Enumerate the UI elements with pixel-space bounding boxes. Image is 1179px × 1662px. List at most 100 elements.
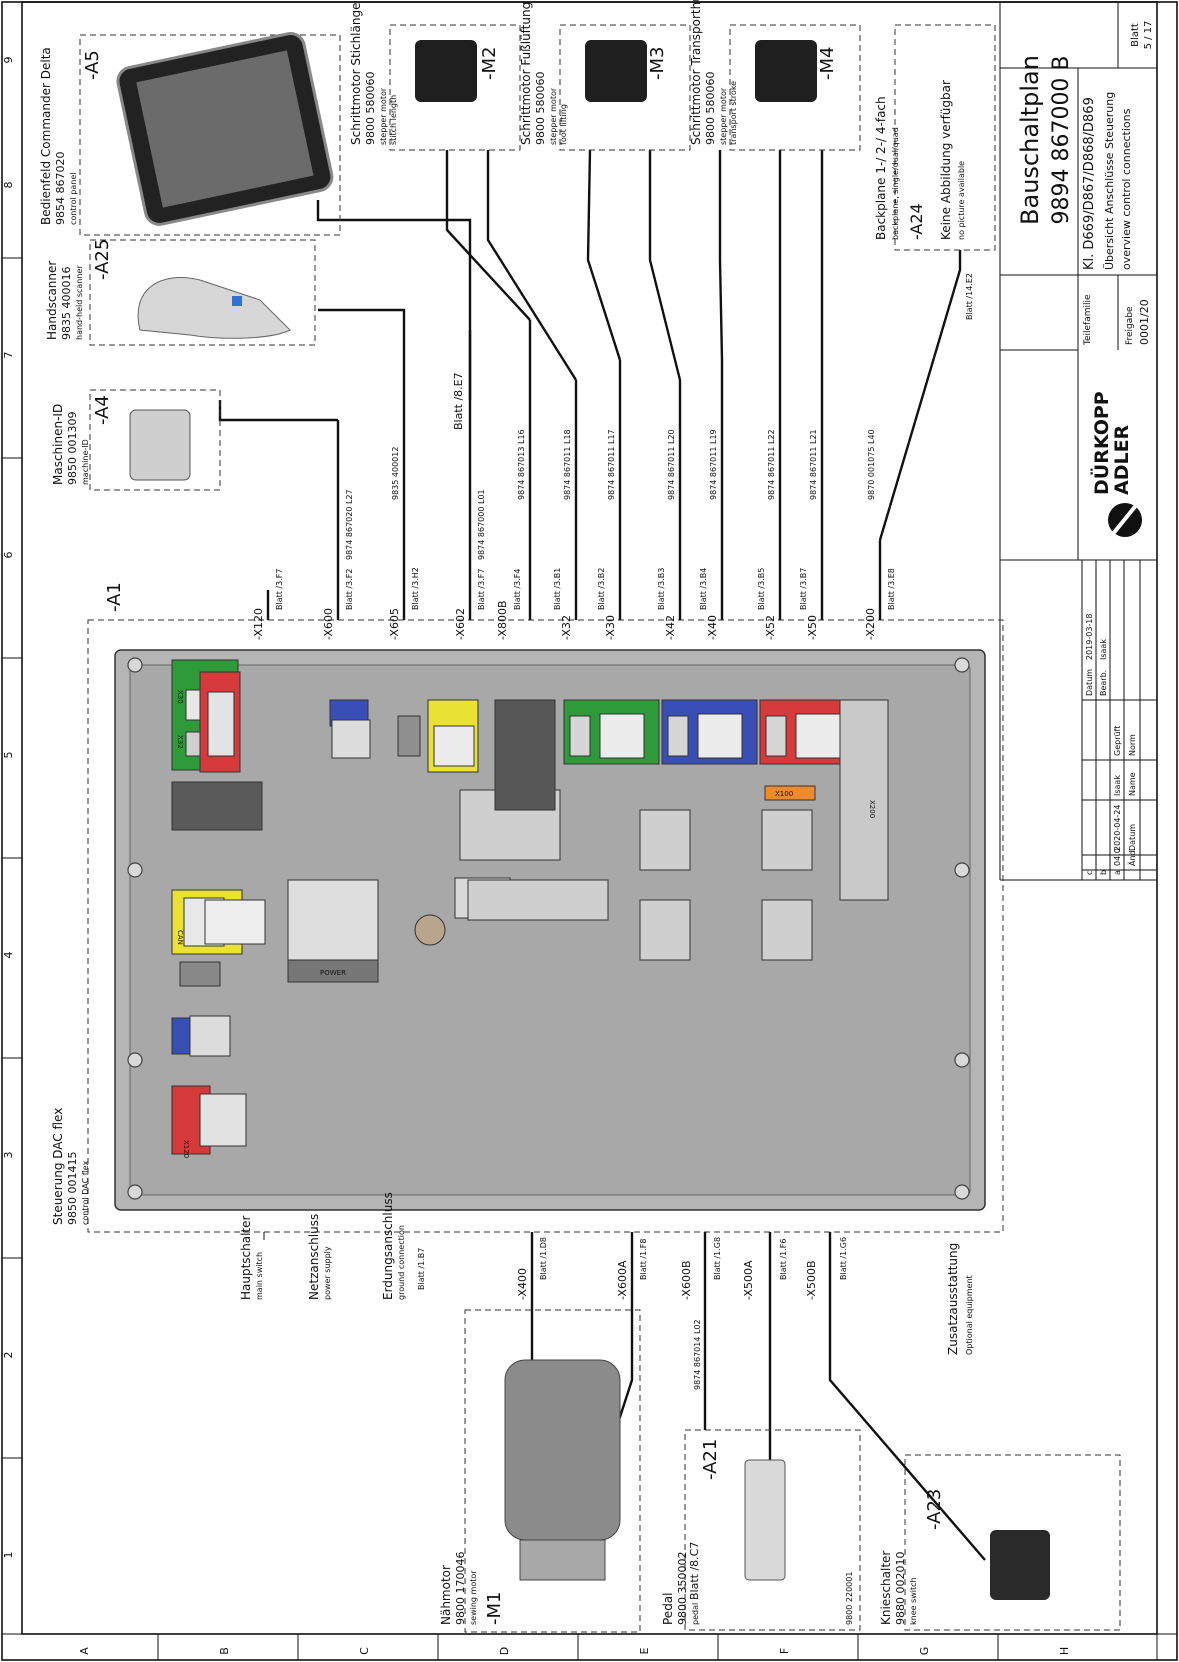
offsheet-ref: Blatt /8.C7	[688, 1542, 701, 1600]
m2-en2: stitch length	[389, 95, 398, 145]
rev-header: Datum	[1128, 824, 1137, 851]
m4-ref: -M4	[817, 47, 838, 80]
cable-label: 9874 867011 L18	[563, 429, 572, 500]
connector-id: -X602	[454, 608, 467, 640]
m4-number: 9800 580060	[704, 72, 717, 145]
component-a24: Backplane 1-/ 2-/ 4-fach backplane, sing…	[874, 24, 996, 251]
connector-ref: Blatt /3.B1	[553, 568, 562, 610]
brand-line-1: DÜRKOPP	[1089, 391, 1113, 495]
rev-cell: b	[1099, 870, 1108, 875]
port-ethernet-stack[interactable]	[494, 699, 556, 811]
column-labels: 1 2 3 4 5 6 7 8 9	[2, 57, 15, 1559]
rev-cell: Isaak	[1113, 775, 1122, 796]
controller-name-en: control DAC flex	[81, 1160, 90, 1225]
pedal-picture	[744, 1459, 786, 1581]
cable-label: 9874 867020 L27	[345, 489, 354, 560]
ground-en: ground connection	[397, 1225, 406, 1300]
cable-label: 9874 867011 L21	[809, 429, 818, 500]
a21-name: Pedal	[661, 1593, 675, 1626]
m2-ref: -M2	[479, 47, 500, 80]
power-inlet[interactable]	[287, 879, 379, 961]
datum-label: Datum	[1085, 669, 1094, 696]
freigabe-label: Freigabe	[1125, 306, 1135, 345]
row-label: G	[918, 1647, 931, 1656]
row-labels: A B C D E F G H	[78, 1647, 1071, 1656]
port-x120[interactable]	[199, 1093, 247, 1147]
title-block: Kl. D669/D867/D868/D869 Übersicht Anschl…	[999, 2, 1157, 881]
a23-en: knee switch	[909, 1577, 918, 1625]
connector-ref: Blatt /3.F7	[477, 569, 486, 610]
component-m4: Schrittmotor Transporthub 9800 580060 st…	[689, 0, 861, 151]
connector-ref: Blatt /3.B2	[597, 568, 606, 610]
row-label: C	[358, 1647, 371, 1655]
a25-name: Handscanner	[45, 261, 59, 340]
port-network-dual[interactable]	[171, 781, 263, 831]
port-usb[interactable]	[179, 961, 221, 987]
port-rs232[interactable]	[397, 715, 421, 757]
description-en: overview control connections	[1120, 108, 1133, 270]
a5-ref: -A5	[82, 50, 103, 80]
port-label: X100	[775, 790, 793, 798]
controller-number: 9850 001415	[66, 1152, 79, 1225]
port-x32-plug[interactable]	[569, 715, 591, 757]
m1-name: Nähmotor	[439, 1565, 453, 1625]
ground-label: Erdungsanschluss	[381, 1192, 395, 1300]
m1-en: sewing motor	[469, 1570, 478, 1625]
component-a5: Bedienfeld Commander Delta 9854 867020 c…	[39, 32, 341, 236]
connector-id: -X500A	[742, 1260, 755, 1300]
port-x40-plug[interactable]	[697, 713, 743, 759]
left-labels: Hauptschalter main switch Netzanschluss …	[239, 1192, 426, 1300]
port-x120-dsub[interactable]	[207, 691, 235, 757]
port-x42-plug[interactable]	[667, 715, 689, 757]
rev-header: Name	[1128, 772, 1137, 796]
connector-ref: Blatt /3.E8	[887, 568, 896, 610]
main-switch-en: main switch	[255, 1252, 264, 1300]
port-x400-block[interactable]	[467, 879, 609, 921]
port-dsub-3[interactable]	[761, 809, 813, 871]
m2-en1: stepper motor	[379, 87, 388, 145]
port-dsub-1[interactable]	[639, 809, 691, 871]
port-label: POWER	[320, 969, 346, 977]
main-switch-button[interactable]	[204, 899, 266, 945]
a4-ref: -A4	[92, 395, 113, 425]
connector-id: -X52	[764, 615, 777, 640]
port-dsub-2[interactable]	[639, 899, 691, 961]
connector-ref: Blatt /3.B5	[757, 568, 766, 610]
port-x50-plug[interactable]	[795, 713, 841, 759]
datum-value: 2019-03-18	[1085, 614, 1094, 661]
port-x30-plug[interactable]	[599, 713, 645, 759]
port-ethernet[interactable]	[189, 1015, 231, 1057]
power-en: power supply	[323, 1246, 332, 1300]
connector-id: -X600B	[680, 1261, 693, 1301]
row-label: B	[218, 1647, 231, 1655]
machine-id-picture	[129, 409, 191, 481]
a24-en: backplane, single/dual/quad	[891, 127, 900, 240]
port-rj45[interactable]	[331, 719, 371, 759]
m3-ref: -M3	[647, 47, 668, 80]
component-a23: Knieschalter 9880 002010 knee switch -A2…	[879, 1454, 1121, 1631]
m2-name: Schrittmotor Stichlänge	[349, 3, 363, 145]
port-dsub-4[interactable]	[761, 899, 813, 961]
connector-id: -X42	[664, 615, 677, 640]
connector-id: -X605	[388, 608, 401, 640]
column-label: 1	[2, 1552, 15, 1559]
rev-cell: a	[1113, 870, 1122, 875]
m1-ref: -M1	[484, 1592, 505, 1625]
component-a21: Pedal 9800 350002 pedal -A21 9800 220001	[661, 1429, 861, 1631]
port-x200-dsub[interactable]	[839, 699, 889, 901]
row-label: F	[778, 1648, 791, 1654]
cable-labels: 9874 867020 L27 9835 400012 9874 867000 …	[345, 429, 876, 1390]
cable-label: 9874 867013 L16	[517, 429, 526, 500]
offsheet-ref: Blatt /8.E7	[452, 372, 465, 430]
connector-id: -X40	[706, 615, 719, 640]
column-label: 2	[2, 1352, 15, 1359]
cable-label: 9835 400012	[391, 447, 400, 500]
ground-terminal[interactable]	[414, 914, 446, 946]
rev-cell: 04.0	[1113, 848, 1122, 866]
port-label: X120	[182, 1140, 190, 1158]
port-can-plug[interactable]	[433, 725, 475, 767]
connector-labels-bottom: -X400 Blatt /1.D8 -X600A Blatt /1.F8 -X6…	[516, 1237, 848, 1300]
port-x52-plug[interactable]	[765, 715, 787, 757]
a4-name: Maschinen-ID	[51, 404, 65, 485]
a21-ref: -A21	[700, 1439, 721, 1480]
